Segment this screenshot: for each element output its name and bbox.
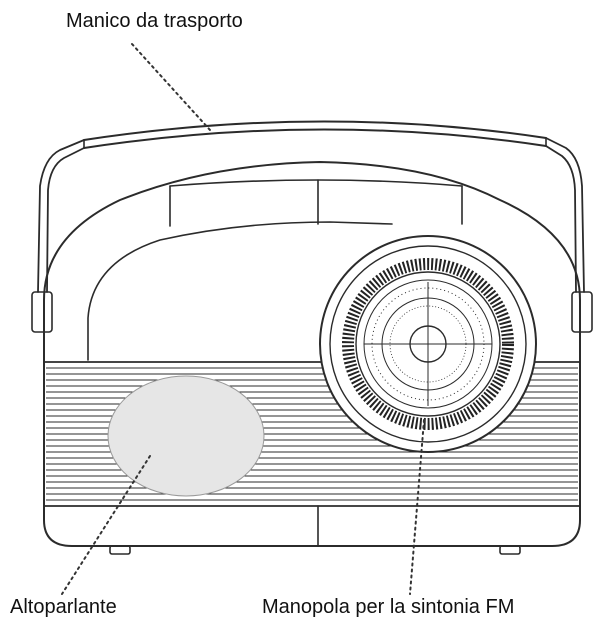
leader-line-knob (409, 419, 425, 595)
leader-line-handle (131, 43, 211, 131)
label-speaker: Altoparlante (10, 596, 117, 618)
radio-body (43, 161, 581, 555)
leader-line-speaker (61, 455, 151, 595)
handle (31, 120, 593, 333)
label-handle: Manico da trasporto (66, 10, 243, 32)
speaker (107, 375, 265, 497)
tuning-knob (319, 235, 537, 453)
label-tuning-knob: Manopola per la sintonia FM (262, 596, 515, 618)
